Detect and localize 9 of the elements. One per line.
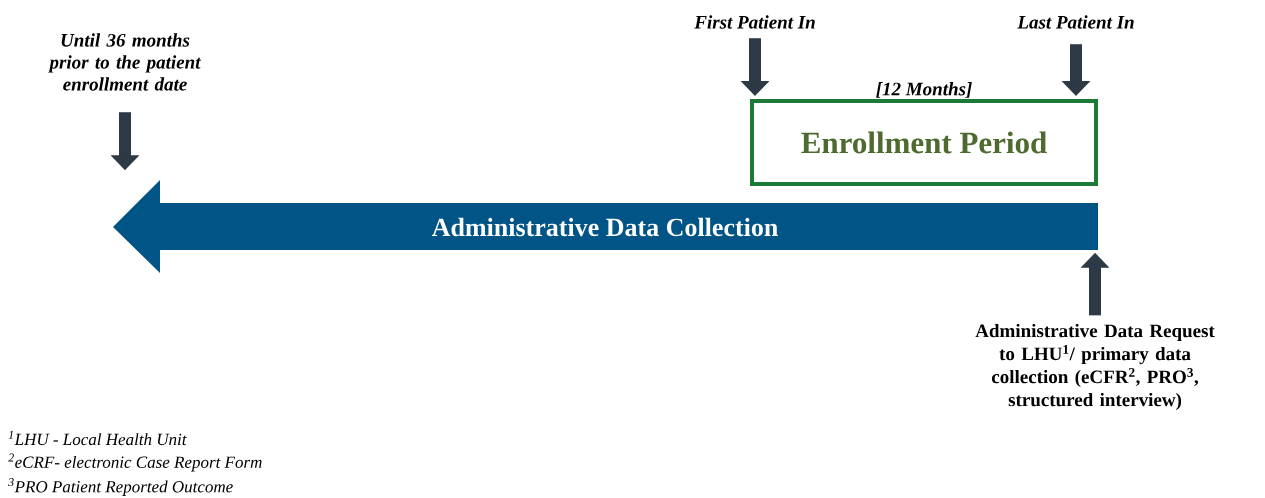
footnote: $^{3}$PRO Patient Reported Outcome xyxy=(8,478,233,496)
footnote: $^{1}$LHU - Local Health Unit xyxy=(8,430,187,446)
duration-label: [12 Months] xyxy=(874,81,974,99)
timepoint-label: Until 36 months prior to the patient enrollment date xyxy=(48,33,201,91)
footnote: $^{2}$eCRF- electronic Case Report Form xyxy=(8,453,262,472)
timepoint-label: Last Patient In xyxy=(1017,15,1134,29)
period-box: Enrollment Period xyxy=(750,99,1098,186)
timepoint-label: First Patient In xyxy=(694,15,815,29)
description-label: Administrative Data Request to LHU$^{1}$/ primary data collection (eCFR$^{2}$, PRO$^{3}$, structured interview) xyxy=(975,323,1215,411)
